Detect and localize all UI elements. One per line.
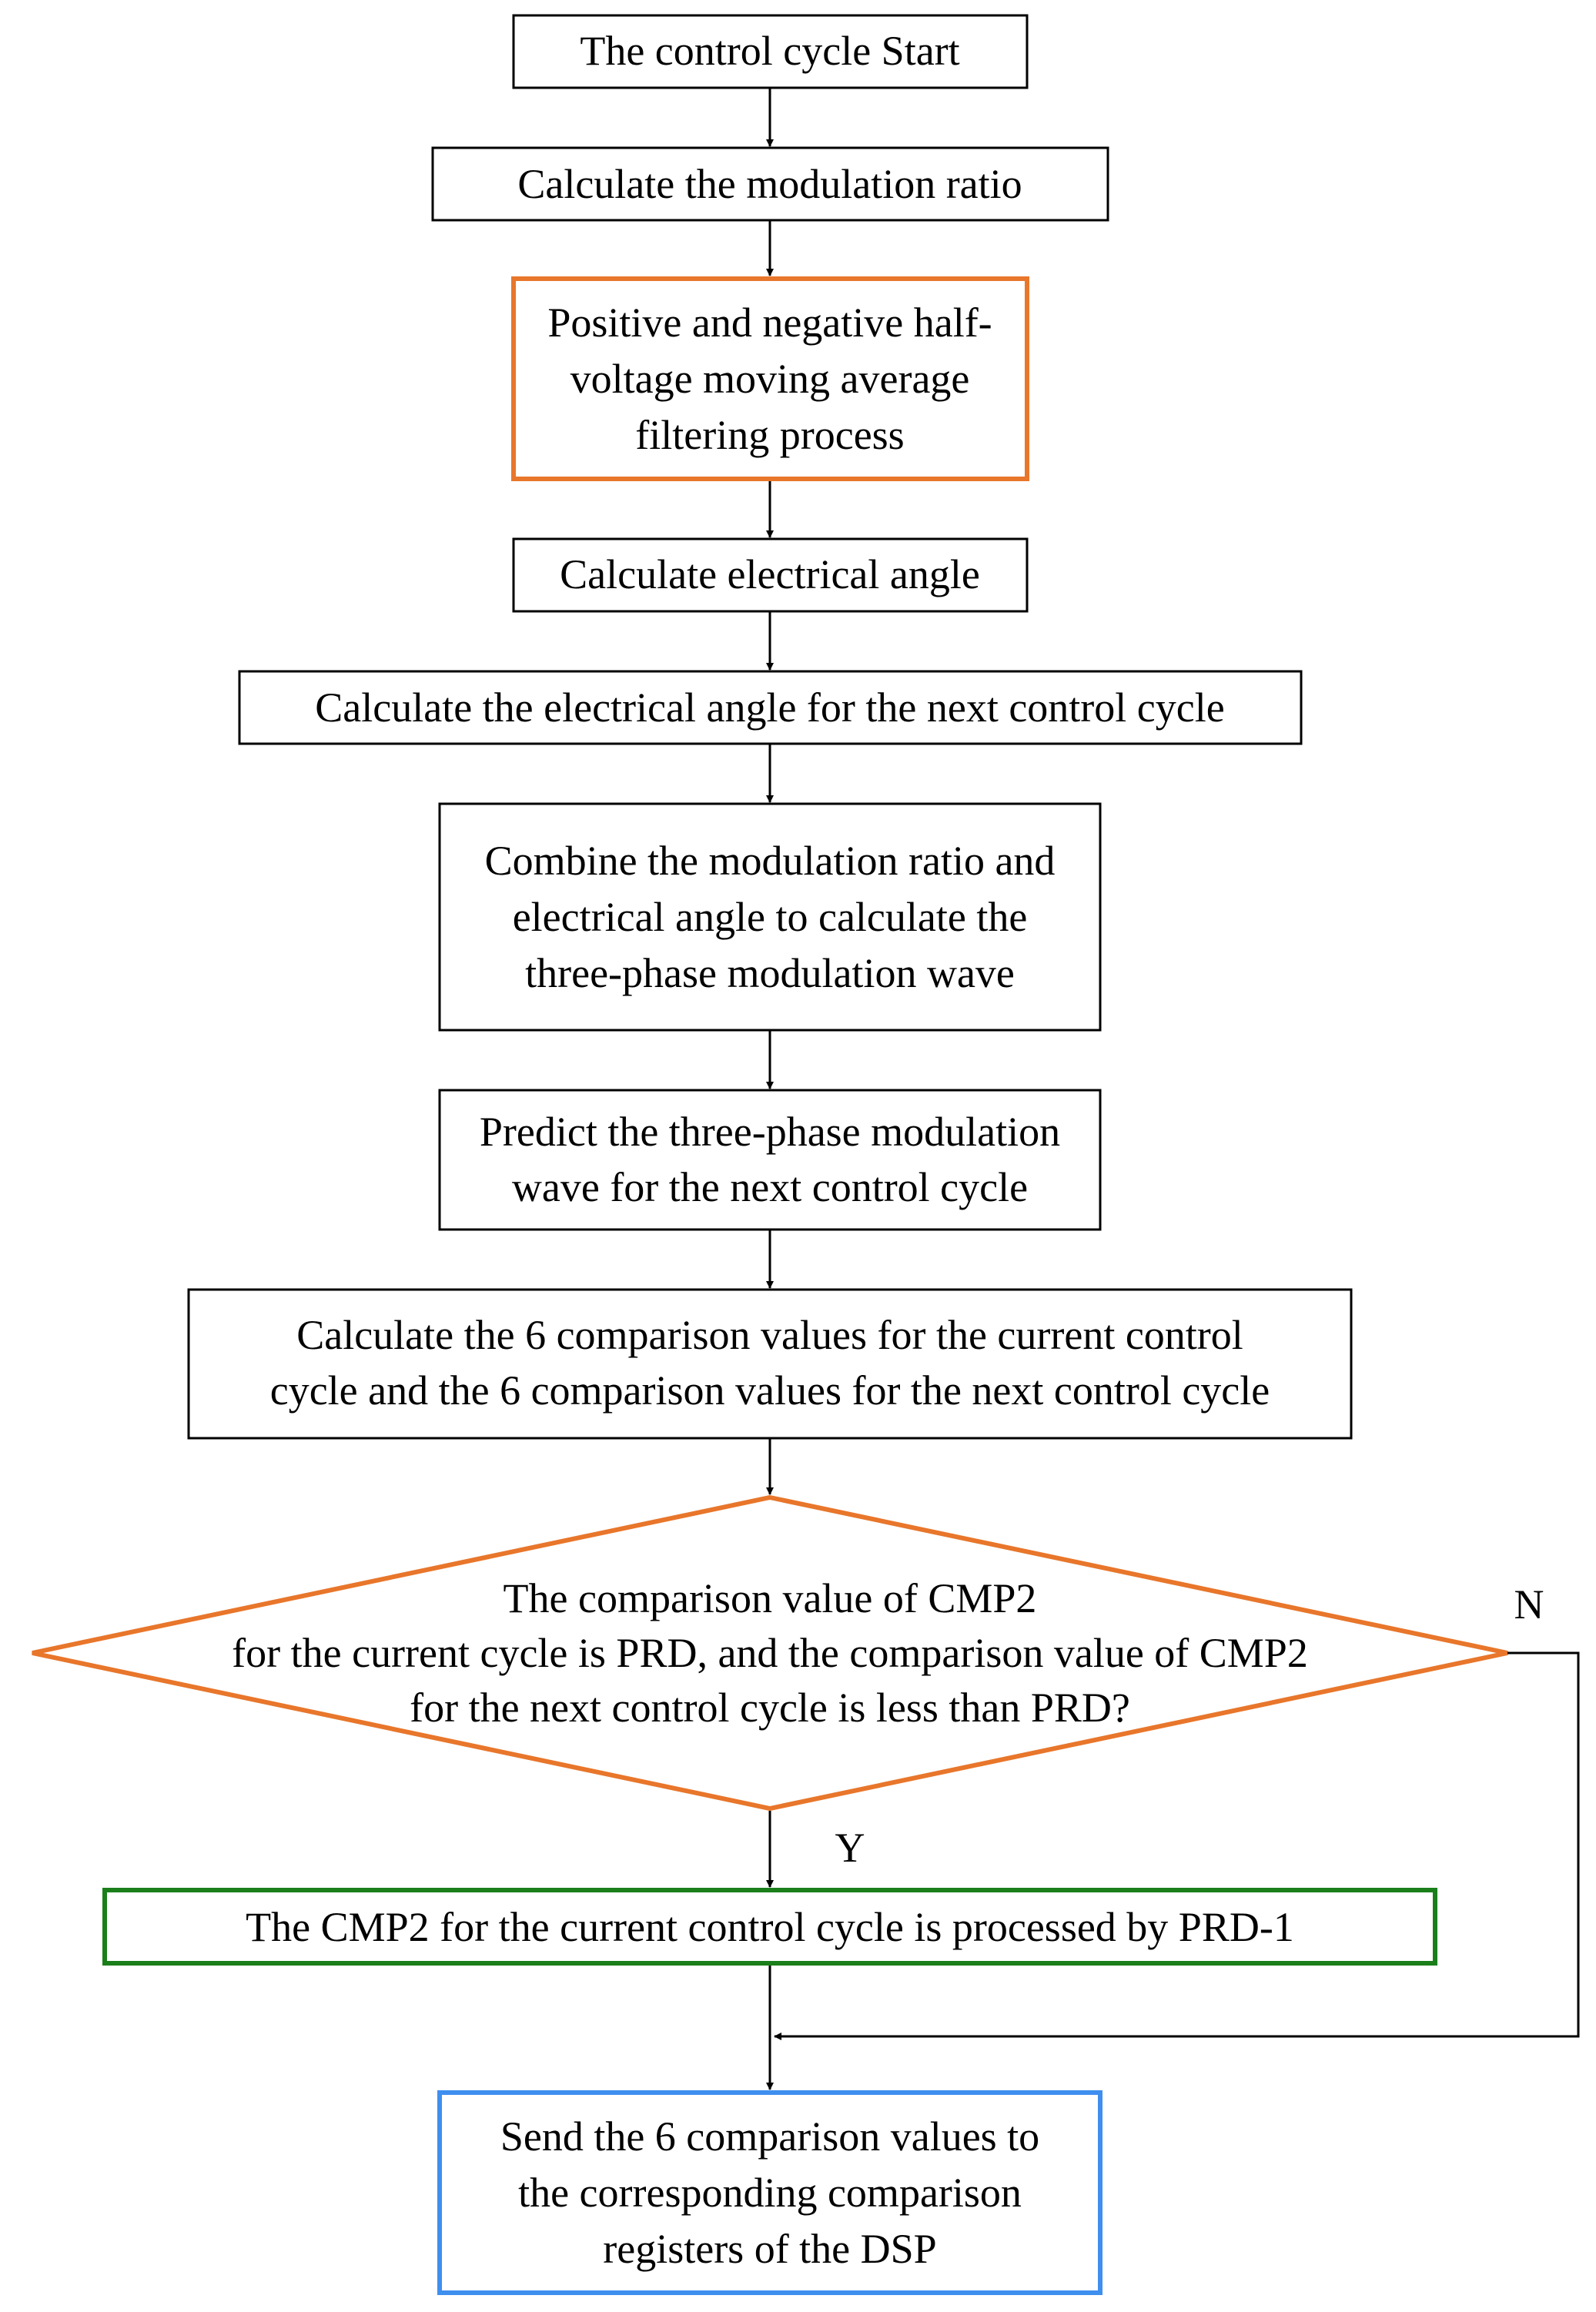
- step-comparison-values: Calculate the 6 comparison values for th…: [187, 1288, 1353, 1440]
- step-next-angle: Calculate the electrical angle for the n…: [238, 670, 1303, 745]
- decision-yes-label: Y: [835, 1825, 865, 1871]
- step-modulation-ratio-label: Calculate the modulation ratio: [517, 161, 1022, 207]
- connectors: [766, 88, 1580, 2090]
- decision-line-3: for the next control cycle is less than …: [410, 1685, 1130, 1731]
- step-next-angle-label: Calculate the electrical angle for the n…: [315, 684, 1224, 731]
- step-process-cmp2-label: The CMP2 for the current control cycle i…: [246, 1904, 1294, 1950]
- step-predict: Predict the three-phase modulation wave …: [438, 1089, 1102, 1231]
- step-comparison-values-line-1: Calculate the 6 comparison values for th…: [296, 1312, 1243, 1358]
- step-filtering-line-3: filtering process: [635, 412, 904, 458]
- step-filtering: Positive and negative half- voltage movi…: [511, 276, 1029, 481]
- step-filtering-line-2: voltage moving average: [570, 356, 970, 402]
- step-electrical-angle: Calculate electrical angle: [512, 537, 1029, 613]
- decision-cmp2: The comparison value of CMP2 for the cur…: [32, 1494, 1508, 1812]
- step-combine: Combine the modulation ratio and electri…: [438, 802, 1102, 1032]
- step-process-cmp2: The CMP2 for the current control cycle i…: [102, 1888, 1437, 1966]
- step-combine-line-2: electrical angle to calculate the: [513, 894, 1028, 940]
- decision-no-label: N: [1514, 1581, 1544, 1628]
- step-comparison-values-line-2: cycle and the 6 comparison values for th…: [270, 1367, 1270, 1414]
- step-predict-line-1: Predict the three-phase modulation: [480, 1109, 1060, 1155]
- step-combine-line-3: three-phase modulation wave: [525, 950, 1015, 996]
- arrow-decision-no: [774, 1651, 1580, 2040]
- step-start-label: The control cycle Start: [580, 28, 959, 74]
- step-electrical-angle-label: Calculate electrical angle: [560, 551, 980, 597]
- step-start: The control cycle Start: [512, 14, 1029, 89]
- step-modulation-ratio: Calculate the modulation ratio: [431, 146, 1109, 222]
- step-combine-line-1: Combine the modulation ratio and: [485, 838, 1056, 884]
- step-send: Send the 6 comparison values to the corr…: [437, 2090, 1102, 2295]
- step-send-line-3: registers of the DSP: [603, 2226, 936, 2272]
- step-predict-line-2: wave for the next control cycle: [512, 1164, 1028, 1210]
- step-send-line-2: the corresponding comparison: [518, 2170, 1022, 2216]
- decision-line-2: for the current cycle is PRD, and the co…: [232, 1630, 1308, 1676]
- step-filtering-line-1: Positive and negative half-: [547, 299, 992, 346]
- decision-line-1: The comparison value of CMP2: [504, 1575, 1037, 1621]
- step-send-line-1: Send the 6 comparison values to: [500, 2113, 1039, 2160]
